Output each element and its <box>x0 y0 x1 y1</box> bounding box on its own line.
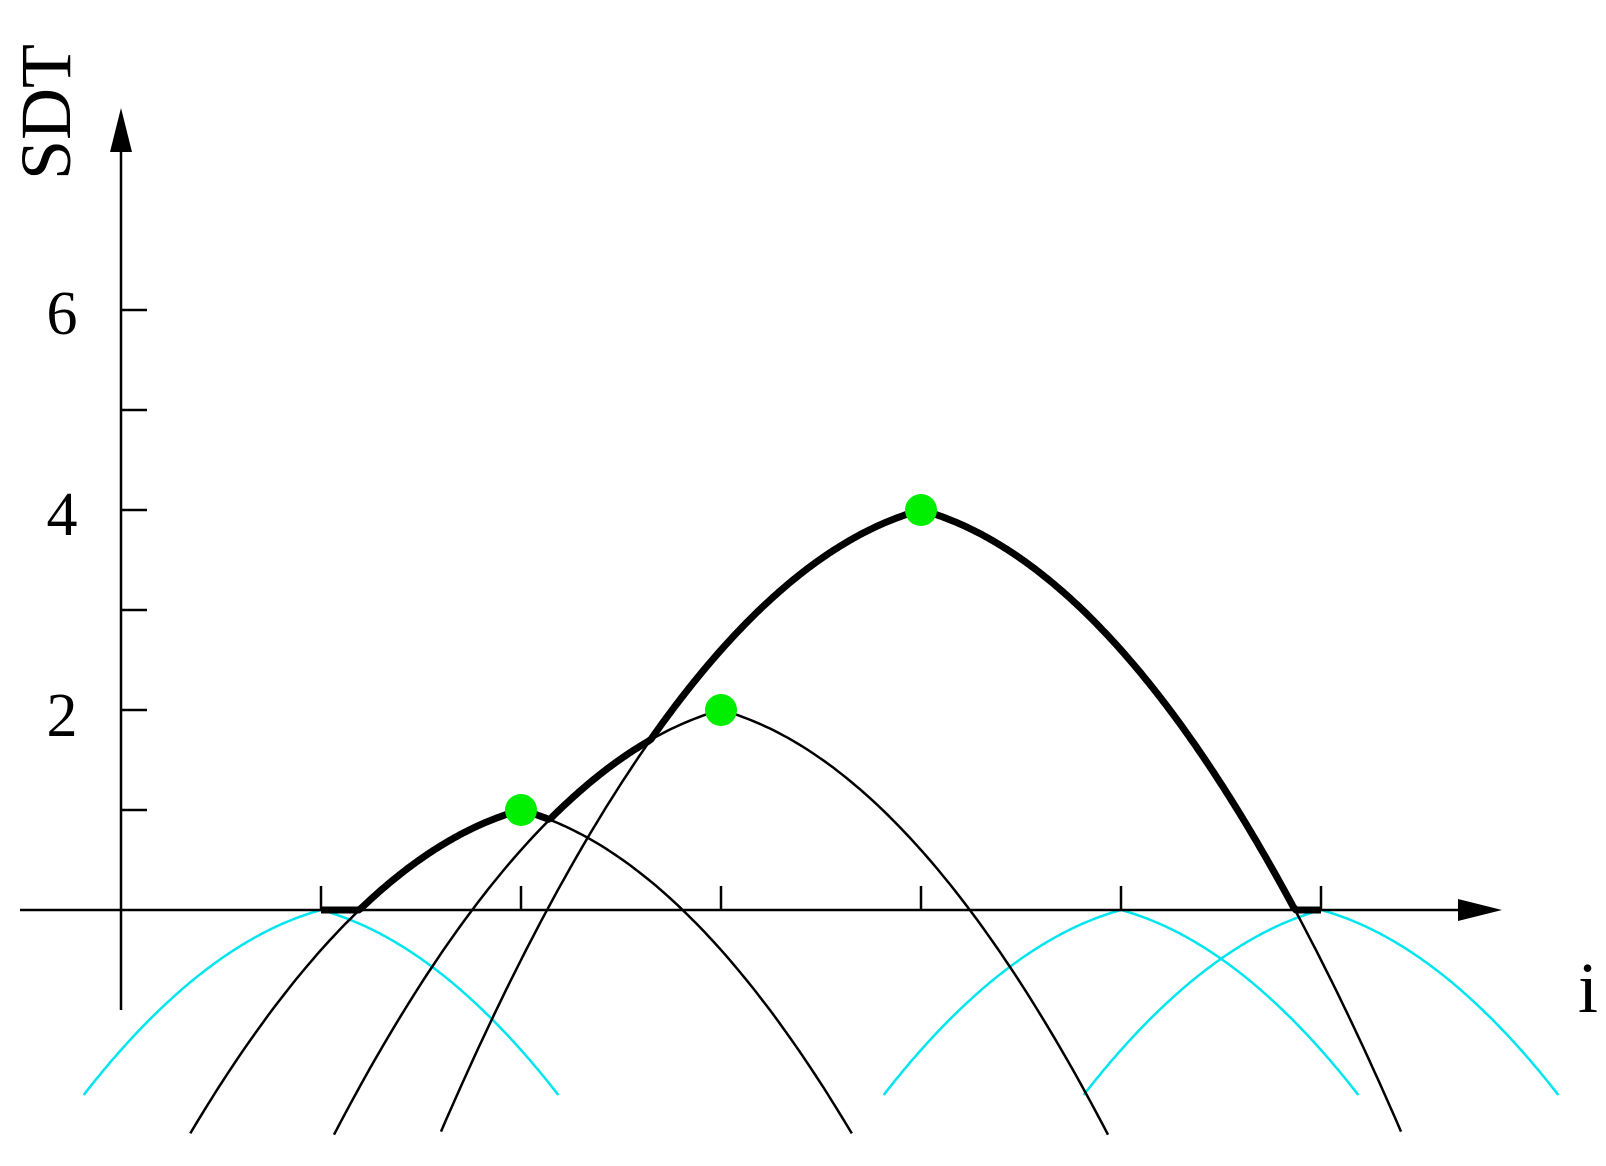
cyan-curves <box>82 908 1560 1096</box>
apex-point-3 <box>905 494 937 526</box>
cyan-curve-3 <box>1082 908 1560 1096</box>
y-tick-label-4: 4 <box>47 481 78 549</box>
x-axis-arrowhead <box>1458 899 1502 921</box>
sdt-envelope-curve <box>320 506 1322 914</box>
y-tick-label-2: 2 <box>47 682 78 750</box>
envelope-layer <box>320 506 1322 914</box>
black-curve-2 <box>332 708 1110 1136</box>
black-curve-1 <box>189 808 853 1135</box>
y-axis-arrowhead <box>110 108 132 152</box>
apex-points <box>505 494 937 826</box>
apex-point-1 <box>505 794 537 826</box>
apex-point-2 <box>705 694 737 726</box>
y-tick-label-6: 6 <box>47 280 78 348</box>
black-curves <box>189 508 1403 1136</box>
x-ticks <box>319 886 1323 910</box>
black-curve-3 <box>439 508 1403 1133</box>
x-axis-title: i <box>1578 948 1598 1028</box>
y-ticks <box>121 308 147 812</box>
y-axis-title: SDT <box>6 44 86 180</box>
cyan-curve-2 <box>882 908 1360 1096</box>
cyan-curve-1 <box>82 908 560 1096</box>
